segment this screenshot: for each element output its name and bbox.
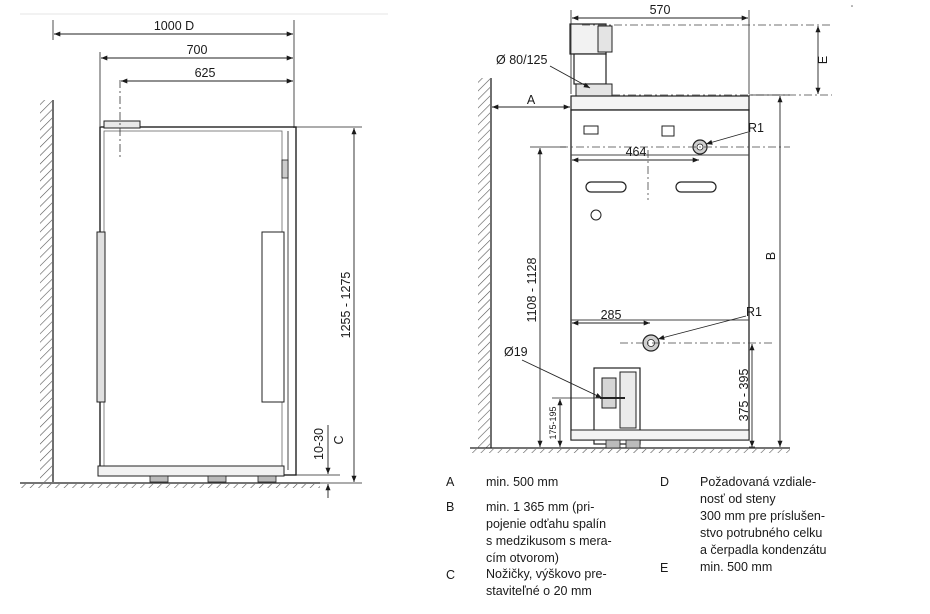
dim-label-375: 375 - 395 [737, 369, 751, 422]
legend-key-e: E [660, 561, 669, 575]
front-floor-hatch [470, 449, 790, 453]
corner-dot [851, 5, 853, 7]
legend-key-d: D [660, 475, 670, 489]
side-wall-hatch [40, 100, 52, 482]
side-foot-1 [149, 475, 169, 483]
flue-elbow-cap [597, 25, 613, 53]
dim-label-a: A [527, 93, 536, 107]
legend-text-d-3: 300 mm pre príslušen- [700, 509, 826, 523]
front-base [570, 429, 750, 441]
dim-label-570: 570 [650, 3, 671, 17]
front-fitting-top-center [661, 125, 675, 137]
r1-label-bottom: R1 [746, 305, 762, 319]
legend-text-d-1: Požadovaná vzdiale- [700, 475, 817, 489]
front-siphon-tube [601, 377, 617, 409]
legend-text-e-1: min. 500 mm [700, 560, 773, 574]
side-hinge [281, 159, 289, 179]
legend-text-c-1: Nožičky, výškovo pre- [486, 567, 607, 581]
legend-key-c: C [446, 568, 456, 582]
legend-text-b-4: cím otvorom) [486, 551, 559, 565]
pipe-diameter-leader [521, 359, 603, 399]
dim-label-1000d: 1000 D [154, 19, 194, 33]
legend-text-d-2: nosť od steny [700, 492, 776, 506]
side-handle-left [96, 231, 106, 403]
side-floor-hatch [20, 484, 320, 488]
front-foot-2 [625, 439, 641, 449]
dim-label-700: 700 [187, 43, 208, 57]
dim-label-175: 175-195 [548, 406, 558, 439]
legend-text-d-5: a čerpadla kondenzátu [700, 543, 827, 557]
pipe-diameter-label: Ø19 [504, 345, 528, 359]
dim-label-464: 464 [626, 145, 647, 159]
dim-label-285: 285 [601, 308, 622, 322]
side-view: 1000 D 700 625 1255 - 1275 10-30 C [20, 13, 388, 498]
legend-text-a-1: min. 500 mm [486, 475, 559, 489]
flue-adapter [575, 83, 613, 97]
legend-text-c-2: staviteľné o 20 mm [486, 584, 592, 598]
r1-leader-top [705, 131, 749, 145]
legend-text-d-4: stvo potrubného celku [700, 526, 823, 540]
legend-key-b: B [446, 500, 455, 514]
dim-label-feet: 10-30 [312, 428, 326, 460]
side-flue-collar [103, 120, 141, 129]
r1-leader-bottom [657, 315, 747, 340]
dim-label-e: E [816, 56, 830, 64]
flue-diameter-label: Ø 80/125 [496, 53, 547, 67]
dim-label-height: 1255 - 1275 [339, 272, 353, 339]
dim-label-c: C [332, 435, 346, 444]
front-wall-hatch [478, 78, 490, 448]
front-top-cover [570, 95, 750, 111]
side-foot-3 [257, 475, 277, 483]
front-view: 570 E Ø 80/125 A 464 R1 B 1108 - 1128 28… [470, 3, 853, 453]
legend-text-b-2: pojenie odťahu spalín [486, 517, 607, 531]
front-foot-1 [605, 439, 621, 449]
front-grip-left [585, 181, 627, 193]
flue-pipe [573, 53, 607, 85]
legend-text-b-1: min. 1 365 mm (pri- [486, 500, 595, 514]
side-handle-right [261, 231, 285, 403]
legend-text-b-3: s medzikusom s mera- [486, 534, 612, 548]
dim-label-b: B [764, 252, 778, 260]
legend-key-a: A [446, 475, 455, 489]
front-grip-right [675, 181, 717, 193]
flue-diameter-leader [549, 65, 591, 89]
front-fitting-top-left [583, 125, 599, 135]
front-siphon-trap [619, 371, 637, 429]
dim-label-625: 625 [195, 66, 216, 80]
front-inspection-hole [590, 209, 602, 221]
side-foot-2 [207, 475, 227, 483]
dim-label-1108: 1108 - 1128 [525, 258, 539, 323]
side-base [97, 465, 285, 477]
r1-label-top: R1 [748, 121, 764, 135]
